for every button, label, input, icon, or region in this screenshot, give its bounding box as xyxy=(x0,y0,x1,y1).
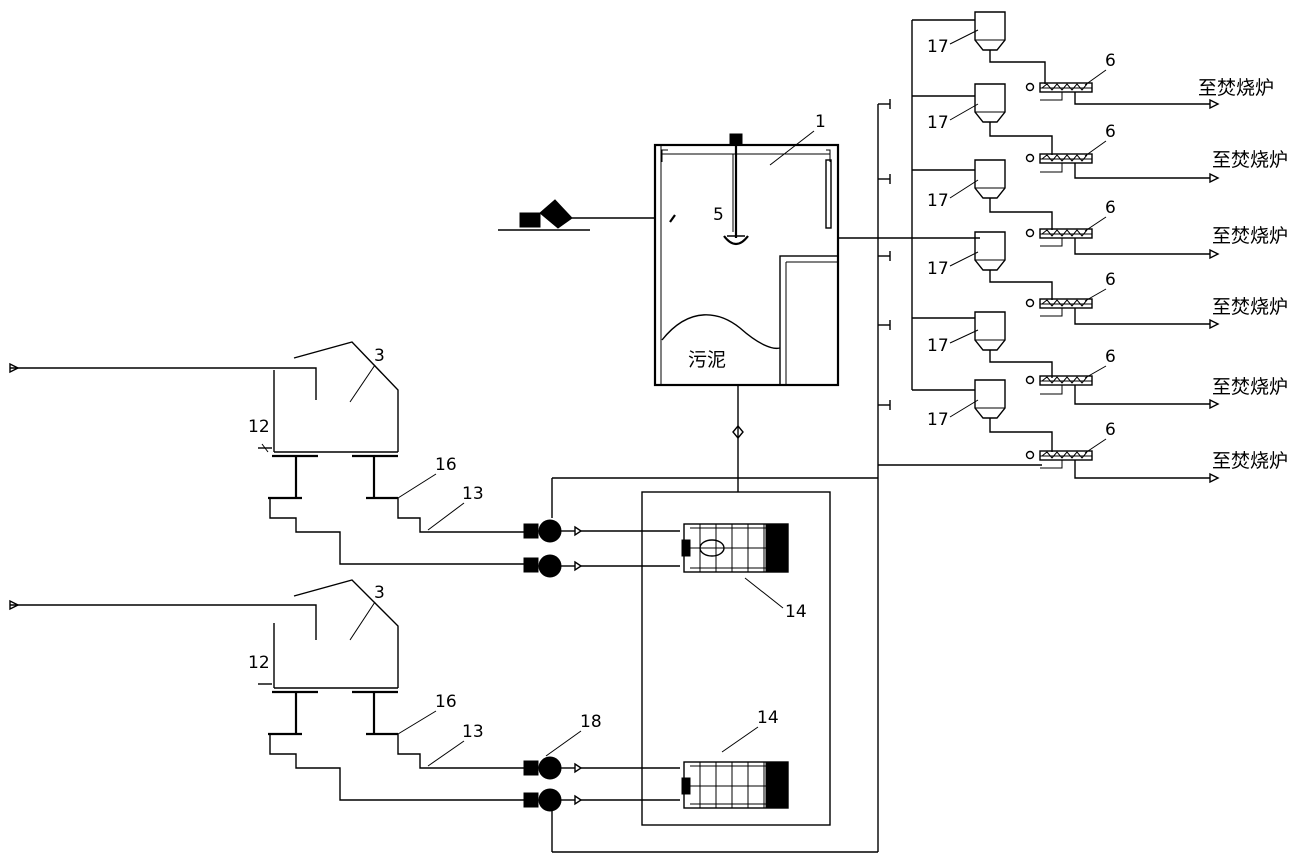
hopper-5 xyxy=(974,311,1053,378)
pump-assembly-label-2: 14 xyxy=(757,708,779,728)
dryer-2-leader xyxy=(349,601,376,641)
sludge-label: 污泥 xyxy=(688,349,726,371)
feeder-label-2: 6 xyxy=(1105,122,1116,142)
dryer-2-part13-label: 13 xyxy=(462,722,484,742)
dryer-2-part16-leader xyxy=(397,710,437,735)
truck-icon xyxy=(498,199,655,231)
dryer-1-part12-label: 12 xyxy=(248,417,270,437)
grab-crane xyxy=(723,133,749,246)
feeder-label-6: 6 xyxy=(1105,420,1116,440)
pump-room-box xyxy=(641,491,831,826)
dryer-1-part16-label: 16 xyxy=(435,455,457,475)
hopper-header xyxy=(911,19,975,391)
hopper-label-4: 17 xyxy=(927,259,949,279)
dryer-2-part13-leader xyxy=(427,740,465,767)
hopper-6 xyxy=(974,379,1053,452)
dryer-1-part13-label: 13 xyxy=(462,484,484,504)
feeder-leader-4 xyxy=(1084,288,1107,302)
tank-outlet-line xyxy=(732,385,744,492)
hopper-leader-2 xyxy=(949,103,979,121)
incinerator-label-3: 至焚烧炉 xyxy=(1212,225,1288,247)
feeder-leader-5 xyxy=(1084,365,1107,379)
sludge-tank xyxy=(653,143,840,387)
hopper-label-3: 17 xyxy=(927,191,949,211)
hopper-label-5: 17 xyxy=(927,336,949,356)
screw-feeder-4 xyxy=(1025,298,1210,325)
screw-feeder-6 xyxy=(1025,450,1210,479)
dryer-2-part12-label: 12 xyxy=(248,653,270,673)
pump-2 xyxy=(523,554,680,578)
main-header xyxy=(551,99,1042,853)
tank-leader-line xyxy=(769,130,815,166)
hopper-leader-3 xyxy=(949,179,979,199)
pump-assembly-leader-2 xyxy=(721,726,759,753)
hopper-leader-5 xyxy=(949,329,979,344)
dryer-1 xyxy=(9,341,530,565)
hopper-label-1: 17 xyxy=(927,37,949,57)
hopper-2 xyxy=(974,83,1053,155)
incinerator-label-6: 至焚烧炉 xyxy=(1212,450,1288,472)
pump-1 xyxy=(523,519,680,543)
feeder-label-3: 6 xyxy=(1105,198,1116,218)
screw-feeder-1 xyxy=(1025,82,1210,105)
hopper-4 xyxy=(974,231,1053,300)
hopper-label-6: 17 xyxy=(927,410,949,430)
hopper-1 xyxy=(974,11,1046,84)
incinerator-label-4: 至焚烧炉 xyxy=(1212,296,1288,318)
grab-label: 5 xyxy=(713,205,724,225)
incinerator-label-1: 至焚烧炉 xyxy=(1198,77,1274,99)
pump-assembly-2 xyxy=(681,761,789,809)
hopper-3 xyxy=(974,159,1053,230)
incinerator-label-2: 至焚烧炉 xyxy=(1212,149,1288,171)
dryer-2 xyxy=(9,579,530,801)
dryer-2-part16-label: 16 xyxy=(435,692,457,712)
feeder-label-1: 6 xyxy=(1105,51,1116,71)
dryer-1-part13-leader xyxy=(427,502,465,531)
dryer-2-label: 3 xyxy=(374,583,385,603)
feeder-leader-3 xyxy=(1084,216,1107,232)
hopper-leader-4 xyxy=(949,251,979,267)
pump-assembly-leader-1 xyxy=(744,577,784,609)
tank-label: 1 xyxy=(815,112,826,132)
feeder-leader-6 xyxy=(1084,438,1107,454)
feeder-leader-2 xyxy=(1084,140,1107,157)
feeder-leader-1 xyxy=(1084,69,1107,86)
dryer-1-part16-leader xyxy=(397,473,437,499)
dryer-1-leader xyxy=(349,364,376,403)
feeder-label-4: 6 xyxy=(1105,270,1116,290)
pump-leader xyxy=(545,730,582,757)
feeder-label-5: 6 xyxy=(1105,347,1116,367)
pump-4 xyxy=(523,788,680,812)
incinerator-label-5: 至焚烧炉 xyxy=(1212,376,1288,398)
pump-label: 18 xyxy=(580,712,602,732)
screw-feeder-3 xyxy=(1025,228,1210,255)
pump-3 xyxy=(523,756,680,780)
dryer-1-label: 3 xyxy=(374,346,385,366)
incinerator-arrows xyxy=(1209,98,1220,484)
screw-feeder-2 xyxy=(1025,153,1210,179)
pump-assembly-1 xyxy=(681,523,789,573)
hopper-leader-6 xyxy=(949,399,979,418)
screw-feeder-5 xyxy=(1025,375,1210,405)
hopper-leader-1 xyxy=(949,29,979,45)
hopper-label-2: 17 xyxy=(927,113,949,133)
pump-assembly-label-1: 14 xyxy=(785,602,807,622)
